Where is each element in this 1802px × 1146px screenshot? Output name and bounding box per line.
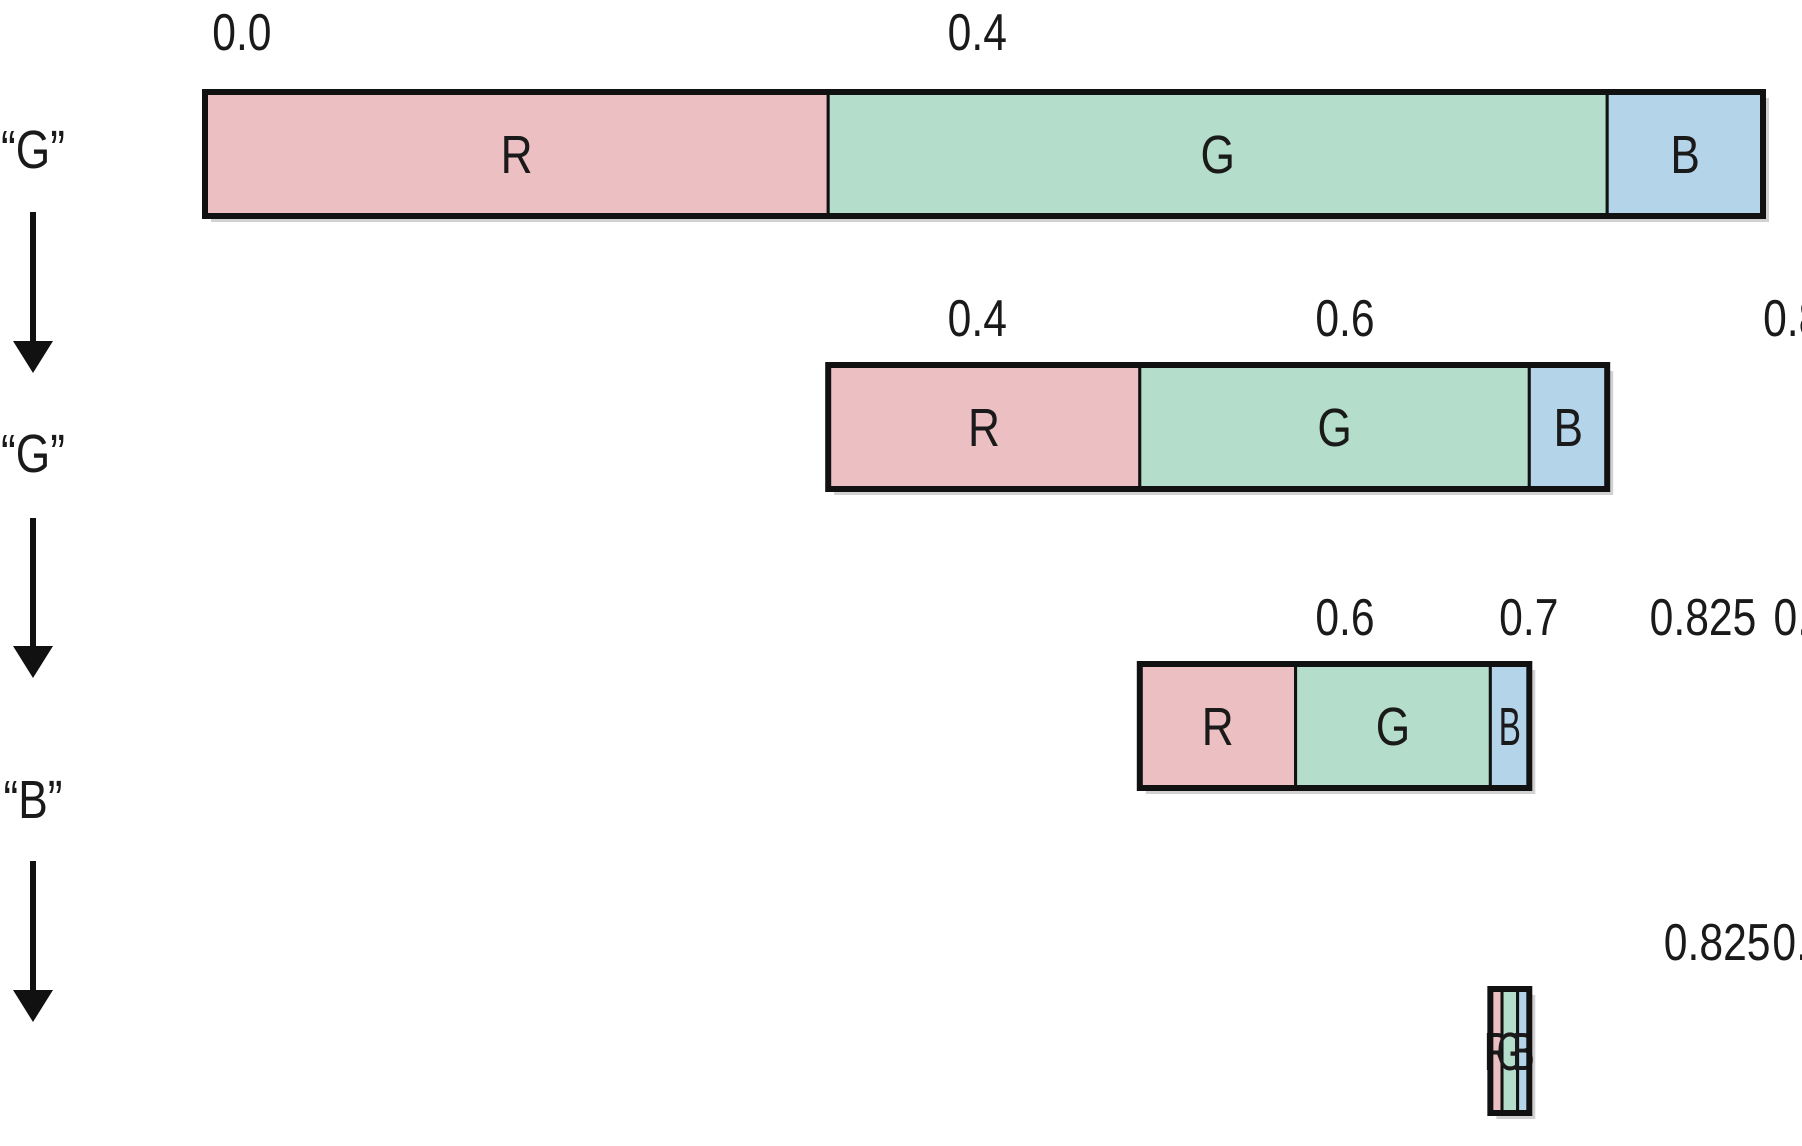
- tick-label: 0.825: [1650, 589, 1757, 647]
- bar-frame: [1136, 661, 1533, 791]
- tick-label: 0.7: [1499, 589, 1558, 647]
- segment-label: G: [1200, 125, 1234, 185]
- segment-label: B: [1499, 696, 1521, 757]
- tick-label: 0.4: [948, 4, 1007, 62]
- tick-label: 0.4: [948, 290, 1007, 348]
- down-arrow-icon: [13, 518, 53, 678]
- tick-label: 0.85: [1774, 589, 1802, 647]
- interval-bar-3: R G B 0.6 0.7 0.825 0.85: [1136, 589, 1802, 794]
- tick-label: 0.85: [1772, 914, 1802, 972]
- tick-label: 0.6: [1315, 290, 1374, 348]
- tick-label: 0.85: [1763, 290, 1802, 348]
- bar-frame: [1487, 986, 1533, 1116]
- segment-g: [1138, 363, 1531, 491]
- segment-b: [1527, 363, 1609, 491]
- bar-frame: [825, 362, 1611, 492]
- tick-label: 0.6: [1315, 589, 1374, 647]
- down-arrow-icon: [13, 212, 53, 373]
- segment-g: [1294, 662, 1492, 790]
- segment-label: B: [1670, 125, 1700, 185]
- segment-label: R: [1202, 697, 1234, 757]
- down-arrow-icon: [13, 861, 53, 1022]
- input-symbol-label: “G”: [1, 120, 65, 180]
- segment-label: R: [501, 125, 533, 185]
- segment-label: B: [1553, 398, 1583, 458]
- segment-label: R: [968, 398, 1000, 458]
- bar-frame: [202, 89, 1766, 219]
- tick-label: 0.825: [1664, 914, 1771, 972]
- segment-r: [826, 363, 1142, 491]
- segment-label: G: [1317, 398, 1351, 458]
- tick-label: 0.0: [212, 4, 271, 62]
- input-symbol-label: “G”: [1, 424, 65, 484]
- input-symbol-label: “B”: [3, 770, 62, 830]
- segment-label: G: [1376, 697, 1410, 757]
